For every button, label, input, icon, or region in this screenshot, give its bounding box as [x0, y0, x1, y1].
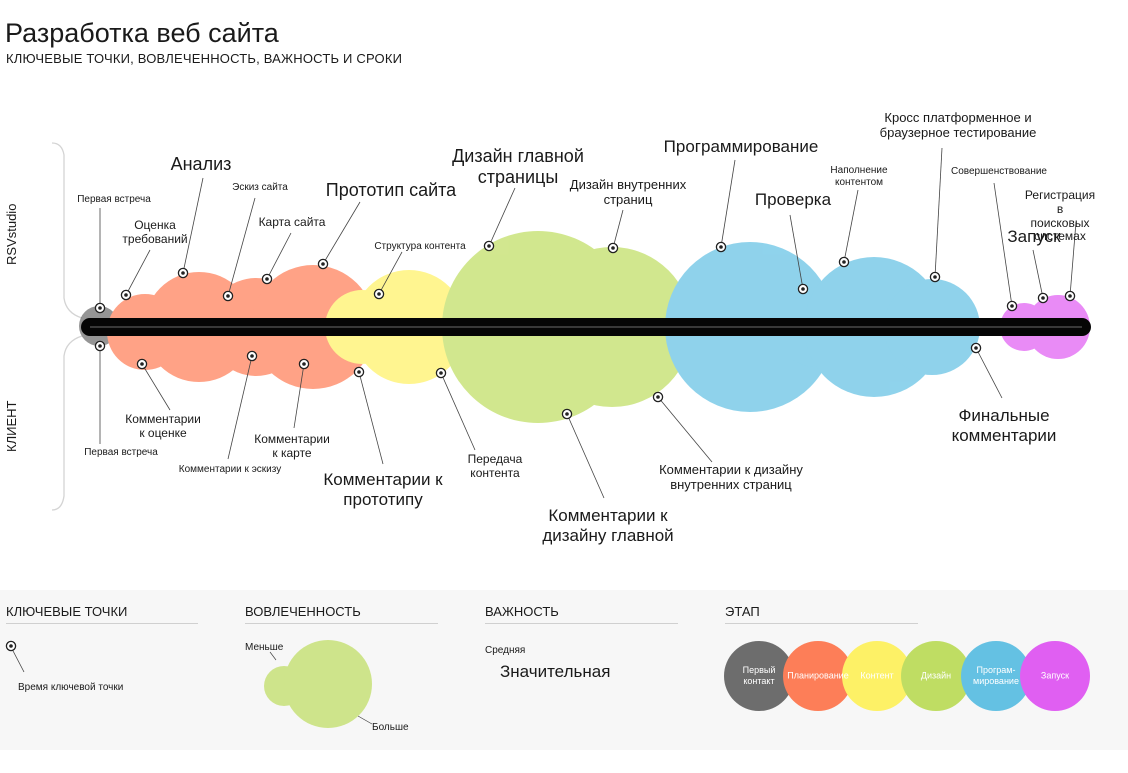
label-launch: Запуск [1007, 227, 1061, 246]
legend-graphics [5, 640, 1090, 728]
legend-medium-label: Средняя [485, 645, 526, 656]
legend-key-points-heading: КЛЮЧЕВЫЕ ТОЧКИ [6, 604, 128, 619]
legend-involvement-heading: ВОВЛЕЧЕННОСТЬ [245, 604, 361, 619]
phase-label-programming: Програм- мирование [973, 665, 1019, 686]
legend-stage-heading: ЭТАП [725, 604, 760, 619]
label-seo: Регистрация в поисковых системах [1024, 188, 1096, 244]
phase-circles [724, 641, 1090, 711]
phase-circle-planning [783, 641, 853, 711]
label-map-comments: Комментарии к карте [254, 432, 330, 460]
leader-lines [99, 147, 1077, 499]
key-point-markers [94, 240, 1076, 420]
legend-importance-heading: ВАЖНОСТЬ [485, 604, 559, 619]
phase-label-design: Дизайн [920, 670, 952, 681]
studio-bracket [51, 142, 83, 319]
label-main-design: Дизайн главной страницы [452, 146, 584, 187]
phase-circle-design [901, 641, 971, 711]
label-content-transfer: Передача контента [467, 452, 523, 480]
legend-marker-icon [5, 640, 17, 652]
label-requirements: Оценка требований [122, 218, 188, 246]
timeline-diagram [51, 142, 1091, 511]
label-content-structure: Структура контента [374, 241, 466, 252]
label-sitemap: Карта сайта [258, 215, 326, 229]
label-programming: Программирование [663, 137, 819, 156]
phase-circle-first-contact [724, 641, 794, 711]
label-crossbrowser: Кросс платформенное и браузерное тестиро… [879, 110, 1037, 140]
label-improvement: Совершенствование [951, 166, 1047, 177]
label-content-fill: Наполнение контентом [830, 165, 888, 188]
legend-more-circle [284, 640, 372, 728]
label-first-meeting-studio: Первая встреча [77, 194, 151, 205]
phase-label-first-contact: Первый контакт [742, 665, 776, 686]
studio-side-label: RSVstudio [4, 203, 19, 265]
page-title: Разработка веб сайта [5, 18, 279, 48]
label-inner-design: Дизайн внутренних страниц [569, 177, 687, 207]
label-sketch: Эскиз сайта [232, 182, 288, 193]
label-req-comments: Комментарии к оценке [125, 412, 201, 440]
label-proto-comments: Комментарии к прототипу [323, 470, 443, 509]
legend-key-point-caption: Время ключевой точки [18, 682, 124, 693]
legend-more-label: Больше [372, 722, 409, 733]
legend-panel: КЛЮЧЕВЫЕ ТОЧКИ ВОВЛЕЧЕННОСТЬ ВАЖНОСТЬ ЭТ… [0, 590, 1128, 750]
label-final-comments: Финальные комментарии [951, 406, 1057, 445]
phase-circle-programming [961, 641, 1031, 711]
phase-label-planning: Планирование [787, 670, 849, 681]
phase-label-content: Контент [860, 670, 894, 681]
phase-circle-content [842, 641, 912, 711]
label-inner-design-comments: Комментарии к дизайну внутренних страниц [659, 462, 803, 492]
label-analysis: Анализ [170, 154, 232, 174]
legend-significant-label: Значительная [500, 662, 611, 681]
phase-label-launch: Запуск [1040, 670, 1070, 681]
page-subtitle: КЛЮЧЕВЫЕ ТОЧКИ, ВОВЛЕЧЕННОСТЬ, ВАЖНОСТЬ … [6, 51, 403, 66]
legend-less-label: Меньше [245, 642, 284, 653]
label-first-meeting-client: Первая встреча [84, 447, 158, 458]
client-bracket [51, 335, 83, 511]
label-main-design-comments: Комментарии к дизайну главной [542, 506, 674, 545]
phase-circle-launch [1020, 641, 1090, 711]
client-side-label: КЛИЕНТ [4, 400, 19, 452]
label-testing-check: Проверка [754, 190, 832, 209]
label-prototype: Прототип сайта [325, 180, 457, 200]
label-sketch-comments: Комментарии к эскизу [178, 464, 282, 475]
